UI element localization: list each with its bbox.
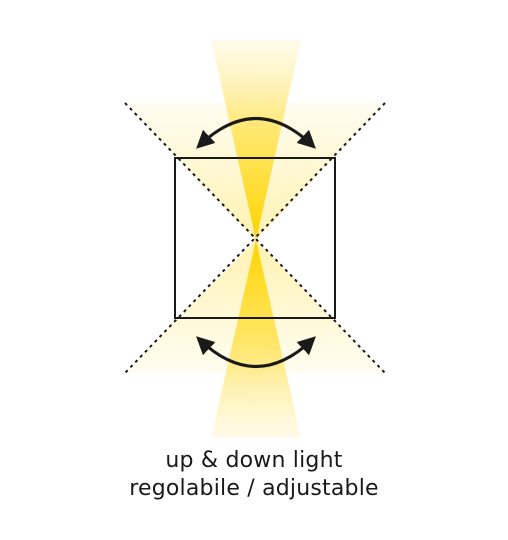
fixture-box: [174, 157, 336, 319]
caption-line-1: up & down light: [165, 448, 343, 473]
arrow-double-curved-icon: [196, 117, 316, 149]
light-diagram: [124, 40, 386, 438]
arrow-double-curved-icon: [196, 336, 316, 368]
caption-line-2: regolabile / adjustable: [129, 476, 379, 501]
